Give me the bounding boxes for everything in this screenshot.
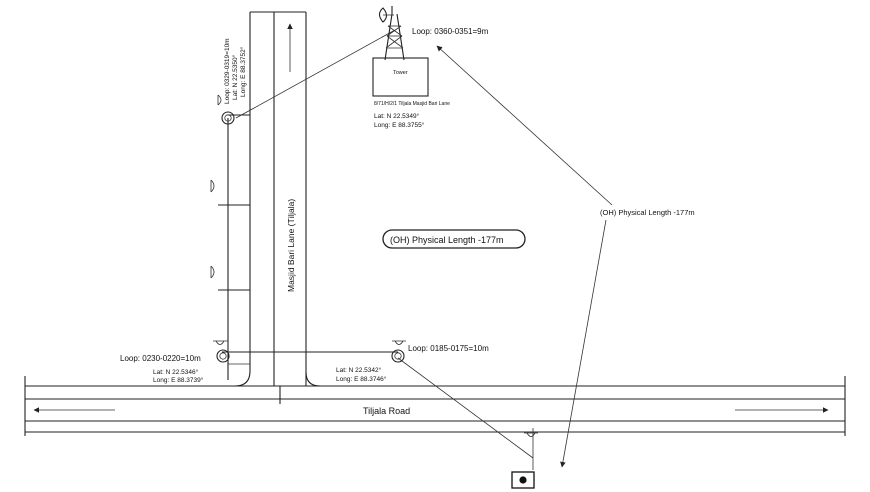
lane-label: Masjid Bari Lane (Tiljala) [286,199,296,292]
physical-length-note: (OH) Physical Length -177m [600,208,695,217]
tower-box-label: Tower [393,70,408,76]
tower-box [372,57,429,97]
tower-lat: Lat: N 22.5349° [374,112,420,120]
bottom-left-lat: Lat: N 22.5346° [153,368,199,376]
tower-long: Long: E 88.3755° [374,121,425,129]
bottom-mid-lat: Lat: N 22.5342° [336,366,382,374]
physical-length-box [382,229,526,249]
bottom-mid-long: Long: E 88.3746° [336,375,387,383]
bottom-left-long: Long: E 88.3739° [153,376,204,384]
loop-bottom-mid-icon [391,349,405,363]
lane-road [234,11,321,404]
top-left-loop-label: Loop: 0329-0319=10m [224,38,231,104]
loop-top-left-icon [221,111,235,125]
top-left-lat: Lat: N 22.5350° [231,54,239,100]
bottom-left-loop-label: Loop: 0230-0220=10m [120,354,201,363]
loop-bottom-left-icon [216,349,230,363]
pole-markers [210,94,538,437]
bottom-mid-loop-label: Loop: 0185-0175=10m [408,344,489,353]
endpoint-box [511,471,535,489]
pointer-arrow-to-tower [436,45,613,206]
top-left-loop-labels: Loop: 0329-0319=10m Lat: N 22.5350° Long… [224,38,247,104]
pointer-arrow-to-endpoint [560,219,607,468]
cable-route [218,29,534,470]
main-road-label: Tiljala Road [363,406,410,416]
tower-loop-label: Loop: 0360-0351=9m [412,27,489,36]
tower-icon [378,6,405,61]
tower-site-label: 8/71/H/2/1 Tiljala Masjid Bari Lane [374,101,450,107]
physical-length-box-label: (OH) Physical Length -177m [390,235,504,245]
main-road [24,376,846,436]
top-left-long: Long: E 88.3752° [239,46,247,97]
